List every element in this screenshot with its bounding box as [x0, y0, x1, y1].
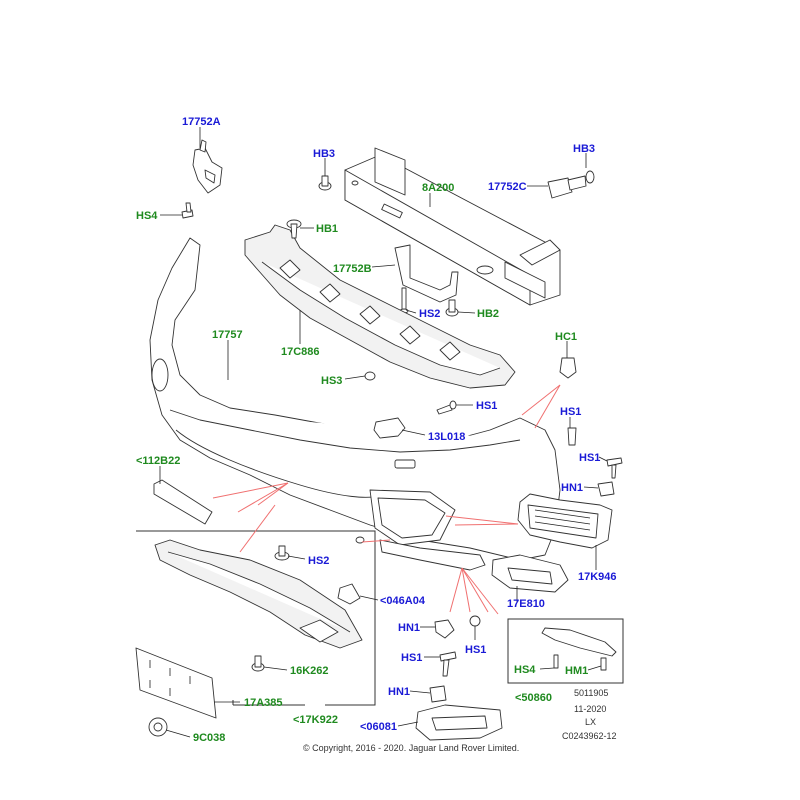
bolt-hs2-mid	[399, 287, 409, 314]
label-hs1-d: HS1	[465, 644, 486, 656]
label-17e810: 17E810	[507, 598, 545, 610]
label-17k946: 17K946	[578, 571, 617, 583]
trim-06081	[415, 704, 503, 741]
label-hs1-b: HS1	[560, 406, 581, 418]
diagram-code-3: LX	[585, 717, 596, 727]
nut-hn1-right	[597, 481, 615, 497]
clip-hc1	[559, 357, 577, 379]
label-hs1-c: HS1	[579, 452, 600, 464]
reinforcement-beam-8a200	[344, 147, 561, 306]
bracket-group-50860	[507, 618, 624, 684]
nut-hb2	[445, 299, 459, 317]
grille-17k946	[517, 493, 613, 549]
black-leaders	[159, 127, 608, 738]
bracket-17752b	[394, 244, 459, 303]
label-17752b: 17752B	[333, 263, 372, 275]
fog-bezel-13l018	[373, 417, 406, 439]
label-13l018: 13L018	[428, 431, 465, 443]
label-hb3-left: HB3	[313, 148, 335, 160]
bracket-17752a	[192, 139, 223, 194]
bumper-cover-17757	[149, 237, 561, 571]
label-hn1-right: HN1	[561, 482, 583, 494]
label-046a04: <046A04	[380, 595, 426, 607]
label-hb1: HB1	[316, 223, 338, 235]
label-hs1-a: HS1	[476, 400, 497, 412]
label-17757: 17757	[212, 329, 243, 341]
label-hs2-mid: HS2	[419, 308, 440, 320]
screw-hs3	[364, 371, 376, 381]
label-hs1-e: HS1	[401, 652, 422, 664]
label-9c038: 9C038	[193, 732, 225, 744]
bolt-hs1-b	[567, 427, 577, 446]
label-112b22: <112B22	[136, 455, 180, 467]
copyright-text: © Copyright, 2016 - 2020. Jaguar Land Ro…	[303, 743, 519, 753]
clip-hb1	[286, 219, 302, 239]
plate-17a385	[135, 647, 217, 719]
sensor-bracket-17752c	[547, 170, 595, 199]
clip-9c038	[148, 717, 168, 737]
label-hb3-right: HB3	[573, 143, 595, 155]
bolt-hb3-left	[318, 175, 332, 191]
tow-cover-112b22	[153, 479, 213, 525]
label-hs4-top: HS4	[136, 210, 158, 222]
label-hs2-low: HS2	[308, 555, 329, 567]
surround-17e810	[491, 554, 569, 593]
bolt-hs1-a	[436, 400, 457, 415]
label-17752a: 17752A	[182, 116, 221, 128]
screw-hs4-top	[181, 202, 194, 219]
screw-hs2-low	[274, 545, 290, 561]
screw-16k262	[251, 655, 265, 672]
label-16k262: 16K262	[290, 665, 329, 677]
label-50860: <50860	[515, 692, 552, 704]
label-hn1-low: HN1	[388, 686, 410, 698]
label-hn1-mid: HN1	[398, 622, 420, 634]
nut-hn1-mid	[434, 619, 455, 639]
diagram-code-1: 5011905	[574, 688, 608, 698]
label-17a385: 17A385	[244, 697, 283, 709]
diagram-code-2: 11-2020	[574, 704, 606, 714]
bolt-hs1-c	[606, 457, 623, 479]
label-8a200: 8A200	[422, 182, 454, 194]
label-hm1: HM1	[565, 665, 588, 677]
label-06081: <06081	[360, 721, 397, 733]
label-17752c: 17752C	[488, 181, 527, 193]
label-hb2: HB2	[477, 308, 499, 320]
bolt-hs1-e	[439, 651, 457, 677]
red-leaders	[212, 384, 561, 615]
sensor-046a04	[337, 583, 361, 605]
label-hc1: HC1	[555, 331, 577, 343]
nut-hn1-low	[429, 685, 447, 703]
screw-hs1-d	[469, 615, 481, 627]
label-hs4-box: HS4	[514, 664, 536, 676]
label-hs3: HS3	[321, 375, 342, 387]
label-17c886: 17C886	[281, 346, 320, 358]
diagram-code-4: C0243962-12	[562, 731, 617, 741]
label-17k922: <17K922	[293, 714, 338, 726]
valance-group-17k922	[136, 530, 376, 706]
